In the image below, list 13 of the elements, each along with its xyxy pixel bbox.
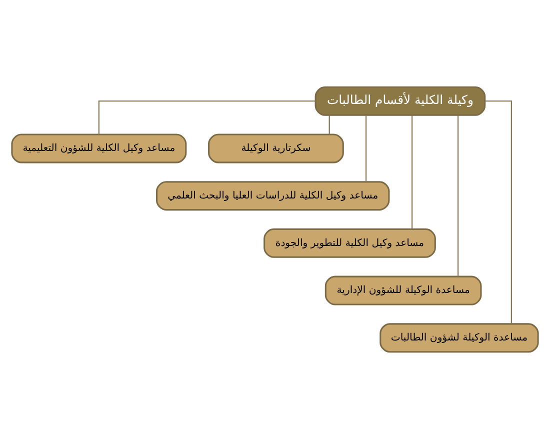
node-box: سكرتارية الوكيلة bbox=[208, 134, 344, 164]
connector bbox=[457, 115, 459, 276]
node-box: وكيلة الكلية لأقسام الطالبات bbox=[314, 86, 486, 116]
connector bbox=[365, 115, 367, 182]
node-box: مساعدة الوكيلة لشؤون الطالبات bbox=[380, 323, 539, 353]
node-box: مساعد وكيل الكلية للتطوير والجودة bbox=[264, 228, 436, 258]
connector bbox=[485, 100, 512, 324]
node-box: مساعد وكيل الكلية للدراسات العليا والبحث العلمي bbox=[156, 181, 390, 211]
node-box: مساعد وكيل الكلية للشؤون التعليمية bbox=[11, 134, 187, 164]
connector bbox=[411, 115, 413, 230]
node-box: مساعدة الوكيلة للشؤون الإدارية bbox=[324, 276, 482, 306]
connector bbox=[328, 115, 330, 134]
connector bbox=[98, 100, 316, 134]
